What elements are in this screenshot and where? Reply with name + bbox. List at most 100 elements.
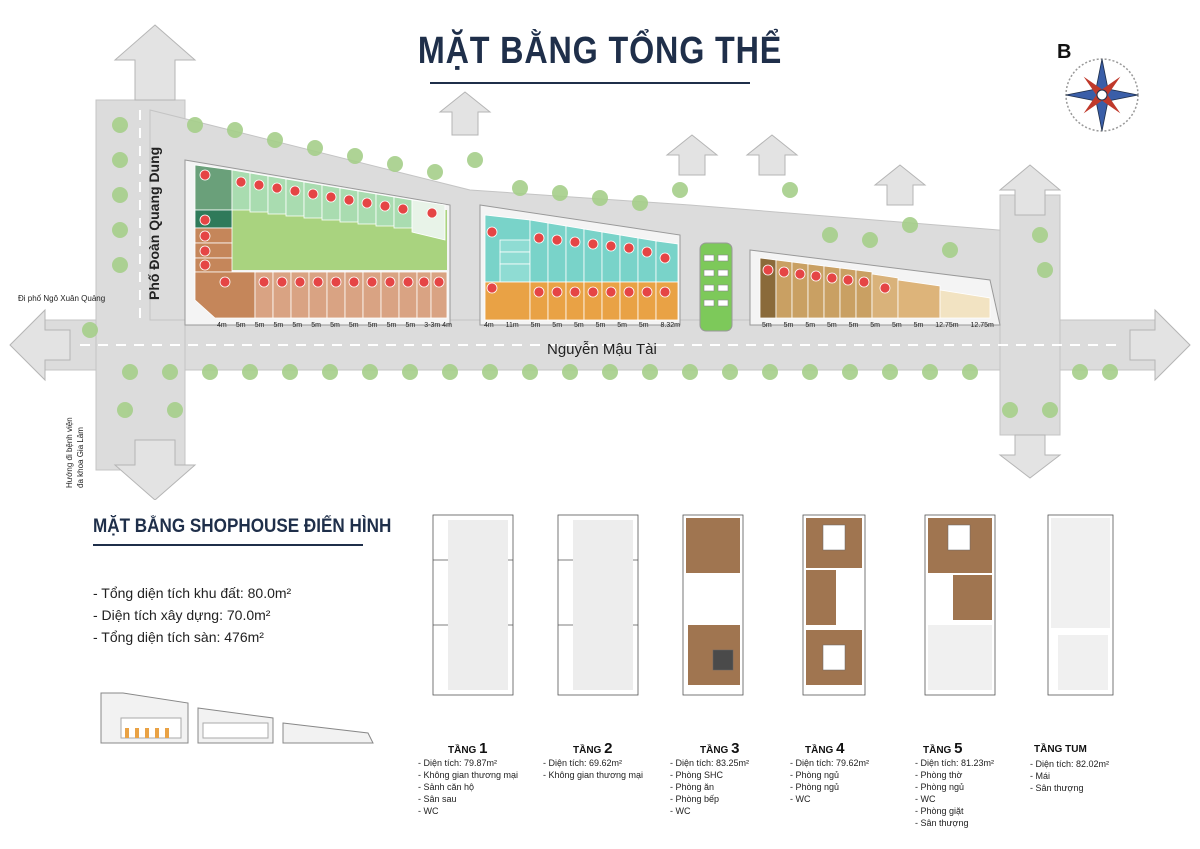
- floor-prefix: TẦNG: [448, 745, 477, 756]
- dimension-label: 5m: [311, 322, 321, 329]
- floor-item: - WC: [915, 794, 936, 804]
- floor-items: - Diện tích: 81.23m² - Phòng thờ - Phòng…: [915, 757, 1015, 829]
- stat-building-area: - Diện tích xây dựng: 70.0m²: [93, 607, 271, 623]
- road-arrows: [9, 24, 1191, 500]
- dimension-label: 5m: [595, 322, 606, 329]
- parking-area: [699, 242, 733, 332]
- dimension-label: 5m: [235, 322, 246, 329]
- floor-prefix: TẦNG TUM: [1034, 744, 1087, 755]
- floor-prefix: TẦNG: [923, 745, 952, 756]
- floor-item: - Diện tích: 83.25m²: [670, 758, 750, 768]
- floor-item: - WC: [418, 806, 439, 816]
- floor-title: TẦNG 3: [670, 740, 770, 757]
- dimension-label: 3-3m 4m: [424, 322, 452, 329]
- dimension-label: 5m: [405, 322, 416, 329]
- floor-items: - Diện tích: 79.62m² - Phòng ngủ - Phòng…: [790, 757, 890, 805]
- floor-number: 1: [479, 740, 488, 757]
- direction-label-left: Đi phố Ngô Xuân Quảng: [18, 294, 106, 303]
- dimensions-right: 5m 5m 5m 5m 5m 5m 5m 5m 12.75m 12.75m: [762, 322, 994, 329]
- floor-title: TẦNG 5: [915, 740, 1015, 757]
- dimension-label: 5m: [330, 322, 340, 329]
- dimension-label: 12.75m: [935, 322, 959, 329]
- shophouse-underline: [93, 544, 363, 546]
- arrow-right-icon: [1129, 308, 1191, 382]
- stat-land-area: - Tổng diện tích khu đất: 80.0m²: [93, 585, 292, 601]
- dimension-label: 8.32m: [660, 322, 680, 329]
- shophouse-title: MẶT BẰNG SHOPHOUSE ĐIỂN HÌNH: [93, 516, 392, 537]
- dimensions-middle: 4m 11m 5m 5m 5m 5m 5m 5m 8.32m: [484, 322, 680, 329]
- floor-item: - WC: [790, 794, 811, 804]
- arrow-down-icon: [113, 439, 197, 500]
- trees: [82, 117, 1118, 418]
- page-title: MẶT BẰNG TỔNG THỂ: [417, 30, 783, 72]
- arrow-left-icon: [9, 308, 71, 382]
- floor-item: - Phòng ngủ: [790, 782, 840, 792]
- floor-item: - Phòng giặt: [915, 806, 964, 816]
- floor-item: - Phòng ngủ: [790, 770, 840, 780]
- floor-title: TẦNG 1: [418, 740, 528, 757]
- dimension-label: 5m: [617, 322, 627, 329]
- site-plan: [9, 24, 1191, 500]
- floor-item: - Sân sau: [418, 794, 457, 804]
- dimension-label: 5m: [573, 322, 584, 329]
- floor-title: TẦNG 2: [543, 740, 658, 757]
- dimension-label: 5m: [530, 322, 541, 329]
- dimension-label: 5m: [638, 322, 649, 329]
- floor-4: TẦNG 4 - Diện tích: 79.62m² - Phòng ngủ …: [790, 740, 890, 805]
- arrow-up-icon: [665, 134, 719, 176]
- floor-item: - Phòng ngủ: [915, 782, 965, 792]
- floor-number: 4: [836, 740, 845, 757]
- arrow-down-icon: [998, 434, 1062, 479]
- dimension-label: 5m: [762, 322, 772, 329]
- lots-right: [759, 257, 991, 319]
- direction-label-hospital-2: đa khoa Gia Lâm: [76, 427, 85, 488]
- floor-5: TẦNG 5 - Diện tích: 81.23m² - Phòng thờ …: [915, 740, 1015, 829]
- floor-item: - Phòng ăn: [670, 782, 715, 792]
- floor-items: - Diện tích: 69.62m² - Không gian thương…: [543, 757, 658, 781]
- dimension-label: 5m: [783, 322, 794, 329]
- floor-number: 3: [731, 740, 740, 757]
- floor-number: 2: [604, 740, 613, 757]
- arrow-up-icon: [873, 164, 927, 206]
- dimension-label: 4m: [484, 322, 494, 329]
- floor-title: TẦNG 4: [790, 740, 890, 757]
- dimension-label: 12.75m: [970, 322, 994, 329]
- floor-item: - Diện tích: 82.02m²: [1030, 759, 1110, 769]
- dimension-label: 11m: [505, 322, 519, 329]
- dimension-label: 5m: [386, 322, 397, 329]
- floor-item: - Mái: [1030, 771, 1050, 781]
- floor-title: TẦNG TUM: [1030, 744, 1140, 758]
- floor-item: - Phòng thờ: [915, 770, 963, 780]
- stat-floor-area: - Tổng diện tích sàn: 476m²: [93, 629, 264, 645]
- floor-items: - Diện tích: 79.87m² - Không gian thương…: [418, 757, 528, 817]
- arrow-up-icon: [438, 91, 492, 136]
- dimension-label: 5m: [848, 322, 859, 329]
- floor-items: - Diện tích: 83.25m² - Phòng SHC - Phòng…: [670, 757, 770, 817]
- floor-item: - Không gian thương mại: [543, 770, 643, 780]
- dimension-label: 5m: [367, 322, 378, 329]
- dimension-label: 5m: [805, 322, 816, 329]
- dimension-label: 5m: [292, 322, 303, 329]
- arrow-up-icon: [998, 164, 1062, 216]
- floor-2: TẦNG 2 - Diện tích: 69.62m² - Không gian…: [543, 740, 658, 781]
- compass: [1062, 55, 1142, 135]
- street-label-main: Nguyễn Mậu Tài: [547, 341, 657, 358]
- floor-item: - Diện tích: 81.23m²: [915, 758, 995, 768]
- floor-item: - Phòng bếp: [670, 794, 720, 804]
- floor-item: - Phòng SHC: [670, 770, 724, 780]
- floor-item: - Sảnh căn hộ: [418, 782, 475, 792]
- floor-item: - WC: [670, 806, 691, 816]
- parked-cars: [703, 254, 729, 307]
- floor-prefix: TẦNG: [700, 745, 729, 756]
- dimension-label: 5m: [826, 322, 837, 329]
- compass-rose-icon: [1065, 58, 1139, 132]
- floor-items: - Diện tích: 82.02m² - Mái - Sân thượng: [1030, 758, 1140, 794]
- floor-item: - Không gian thương mại: [418, 770, 518, 780]
- floor-plan-drawings: [432, 514, 1114, 696]
- floor-item: - Diện tích: 79.87m²: [418, 758, 498, 768]
- title-underline: [430, 82, 750, 84]
- dimension-label: 5m: [552, 322, 563, 329]
- dimensions-left: 4m 5m 5m 5m 5m 5m 5m 5m 5m 5m 5m 3-3m 4m: [217, 322, 452, 329]
- north-label: B: [1057, 41, 1072, 63]
- floor-3: TẦNG 3 - Diện tích: 83.25m² - Phòng SHC …: [670, 740, 770, 817]
